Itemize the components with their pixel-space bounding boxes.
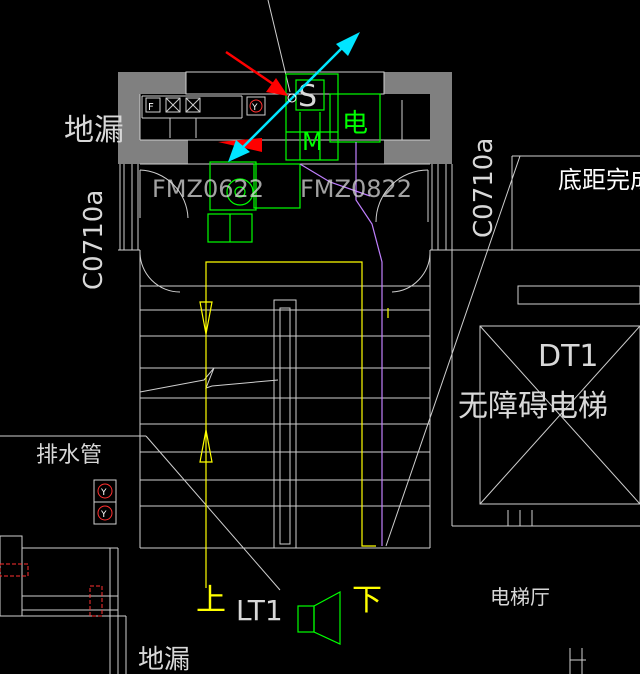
elevator-code-label: DT1 [538,339,599,374]
elevator-name-label: 无障碍电梯 [458,389,608,424]
equip-s-label: S [298,79,317,114]
stair-down-label: 下 [352,583,382,618]
floor-distance-label: 底距完成 [558,166,640,194]
horn-speaker-icon [297,590,341,645]
window-label-left: C0710a [79,190,109,290]
svg-text:Y: Y [100,510,107,520]
elevator-hall-label: 电梯厅 [490,585,550,609]
window-label-right: C0710a [469,138,499,238]
drain-sockets: Y Y [0,479,117,617]
floor-drain-label-bottom: 地漏 [138,645,190,674]
concrete-walls [118,72,452,164]
stair-up-label: 上 [196,583,226,618]
panel-symbols [145,97,201,113]
svg-text:Y: Y [100,488,107,498]
equip-m-label: M [302,128,323,156]
floor-drain-label-top: 地漏 [64,113,124,148]
stair-path [199,261,389,588]
stair-code-label: LT1 [236,594,283,627]
equip-dian-label: 电 [342,109,368,139]
cyan-arrow-icon [228,32,360,162]
svg-text:Y: Y [251,103,258,113]
green-equipment [207,73,381,243]
svg-text:F: F [148,102,154,113]
drain-pipe-label: 排水管 [36,443,102,468]
purple-conduit [299,142,383,546]
door-label-left: FMZ0622 [152,175,264,203]
socket-icon: Y [246,96,266,116]
door-label-right: FMZ0822 [300,175,412,203]
fan-icon [226,178,254,206]
